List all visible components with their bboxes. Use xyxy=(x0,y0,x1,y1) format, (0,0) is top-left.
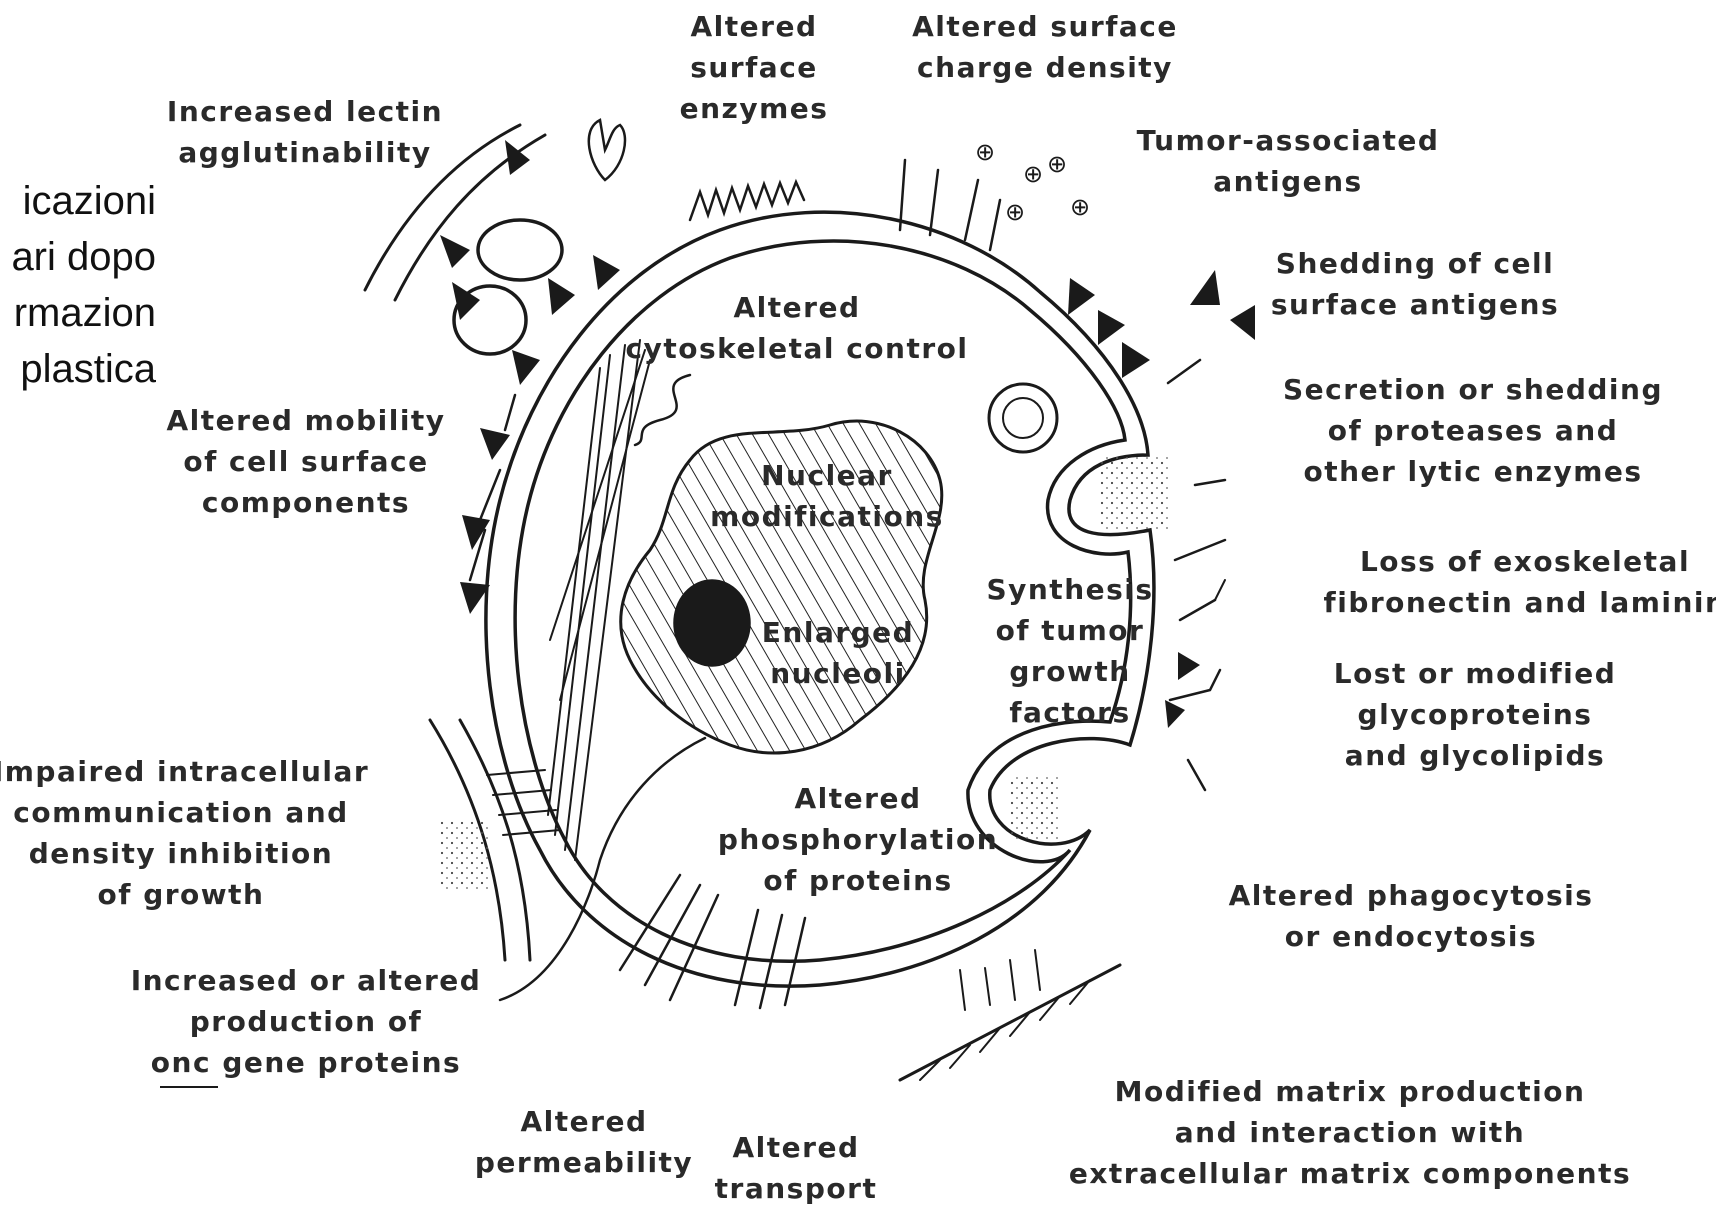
side-title: icazioni ari dopo rmazion plastica xyxy=(0,173,156,397)
label-cytoskeletal: Altered cytoskeletal control xyxy=(625,287,968,369)
label-mobility: Altered mobility of cell surface compone… xyxy=(166,400,445,523)
label-nuclear: Nuclear modifications xyxy=(710,455,944,537)
label-tumor-antigens: Tumor-associated antigens xyxy=(1137,120,1440,202)
side-title-line: plastica xyxy=(0,341,156,397)
positive-charge-icon: ⊕ xyxy=(1070,193,1090,221)
label-glycoproteins: Lost or modified glycoproteins and glyco… xyxy=(1334,653,1617,776)
label-surface-enzymes: Altered surface enzymes xyxy=(680,6,829,129)
label-surface-charge: Altered surface charge density xyxy=(912,6,1178,88)
positive-charge-icon: ⊕ xyxy=(1023,160,1043,188)
label-nucleoli: Enlarged nucleoli xyxy=(762,612,914,694)
label-permeability: Altered permeability xyxy=(475,1101,693,1183)
nucleolus xyxy=(675,581,749,665)
side-title-line: icazioni xyxy=(0,173,156,229)
label-exoskeletal: Loss of exoskeletal fibronectin and lami… xyxy=(1324,541,1716,623)
label-growth-factors: Synthesis of tumor growth factors xyxy=(986,569,1153,733)
label-shedding-antigens: Shedding of cell surface antigens xyxy=(1271,243,1559,325)
label-onc: Increased or altered production of onc g… xyxy=(131,960,482,1083)
label-intracellular: Impaired intracellular communication and… xyxy=(0,751,369,915)
positive-charge-icon: ⊕ xyxy=(1005,198,1025,226)
label-lectin: Increased lectin agglutinability xyxy=(167,91,443,173)
label-proteases: Secretion or shedding of proteases and o… xyxy=(1283,369,1663,492)
side-title-line: ari dopo xyxy=(0,229,156,285)
side-title-line: rmazion xyxy=(0,285,156,341)
label-phagocytosis: Altered phagocytosis or endocytosis xyxy=(1229,875,1594,957)
positive-charge-icon: ⊕ xyxy=(975,138,995,166)
label-phosphorylation: Altered phosphorylation of proteins xyxy=(718,778,998,901)
label-matrix: Modified matrix production and interacti… xyxy=(1069,1071,1631,1194)
label-transport: Altered transport xyxy=(715,1127,878,1209)
positive-charge-icon: ⊕ xyxy=(1047,150,1067,178)
